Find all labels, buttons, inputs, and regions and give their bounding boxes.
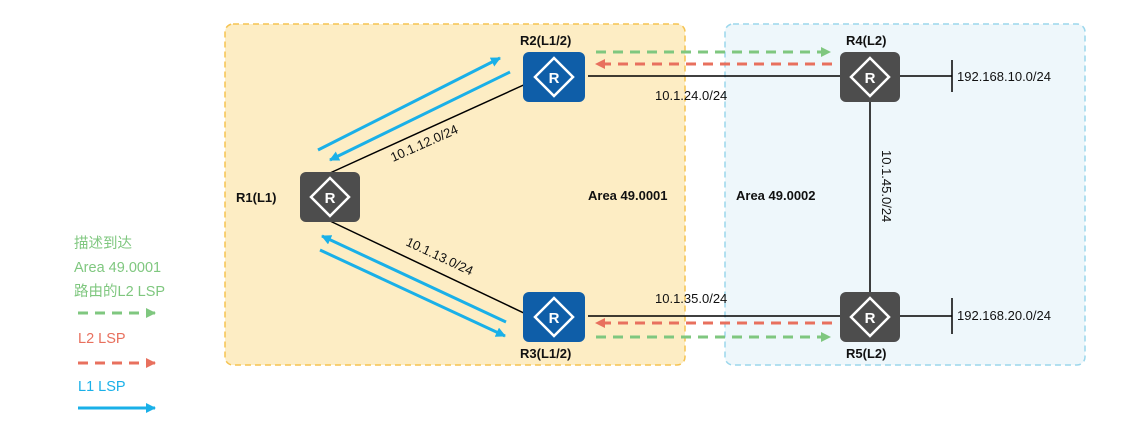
legend-green-line-2: Area 49.0001: [74, 260, 161, 276]
router-glyph: R: [325, 190, 336, 207]
router-r4-label: R4(L2): [846, 33, 886, 48]
subnet-label-r2-r4: 10.1.24.0/24: [655, 88, 727, 103]
router-r2-label: R2(L1/2): [520, 33, 571, 48]
router-icon: [533, 296, 575, 338]
router-r3-body: [523, 292, 585, 342]
router-icon: [533, 56, 575, 98]
subnet-label-r4-r5: 10.1.45.0/24: [879, 150, 894, 222]
router-icon: [849, 296, 891, 338]
l1-lsp-arrows: [317, 56, 511, 338]
legend-green-line-3: 路由的L2 LSP: [74, 283, 165, 300]
router-icon: [309, 176, 351, 218]
l1-lsp-arrow: [329, 70, 511, 162]
l2-area-route-lsp-arrows: [596, 47, 831, 342]
router-r5-body: [840, 292, 900, 342]
router-icon: [849, 56, 891, 98]
router-r2[interactable]: R: [523, 52, 585, 102]
legend: 描述到达 Area 49.0001 路由的L2 LSP L2 LSP L1 LS…: [74, 235, 165, 413]
area-49-0001-region: [224, 23, 686, 366]
legend-green-line-1: 描述到达: [74, 235, 132, 252]
router-r5[interactable]: R: [840, 292, 900, 342]
router-glyph: R: [865, 70, 876, 87]
subnet-label-r3-r5: 10.1.35.0/24: [655, 291, 727, 306]
router-r1[interactable]: R: [300, 172, 360, 222]
router-r3[interactable]: R: [523, 292, 585, 342]
l2-lsp-arrows: [595, 59, 832, 328]
stub-network-r5-label: 192.168.20.0/24: [957, 308, 1051, 323]
router-r4-body: [840, 52, 900, 102]
router-r2-body: [523, 52, 585, 102]
area-1-label: Area 49.0001: [588, 188, 668, 203]
router-r5-label: R5(L2): [846, 346, 886, 361]
router-glyph: R: [549, 310, 560, 327]
l1-lsp-arrow: [319, 248, 506, 338]
area-49-0002-region: [724, 23, 1086, 366]
l1-lsp-arrow: [317, 56, 501, 152]
link-r1-r2: [329, 82, 529, 174]
router-r1-body: [300, 172, 360, 222]
router-glyph: R: [549, 70, 560, 87]
router-r4[interactable]: R: [840, 52, 900, 102]
legend-blue-label: L1 LSP: [78, 379, 126, 395]
router-glyph: R: [865, 310, 876, 327]
links: [329, 60, 953, 334]
router-r1-label: R1(L1): [236, 190, 276, 205]
stub-network-r4-label: 192.168.10.0/24: [957, 69, 1051, 84]
router-r3-label: R3(L1/2): [520, 346, 571, 361]
area-2-label: Area 49.0002: [736, 188, 816, 203]
legend-red-label: L2 LSP: [78, 331, 126, 347]
link-r1-r3: [329, 220, 529, 316]
l1-lsp-arrow: [321, 234, 507, 324]
